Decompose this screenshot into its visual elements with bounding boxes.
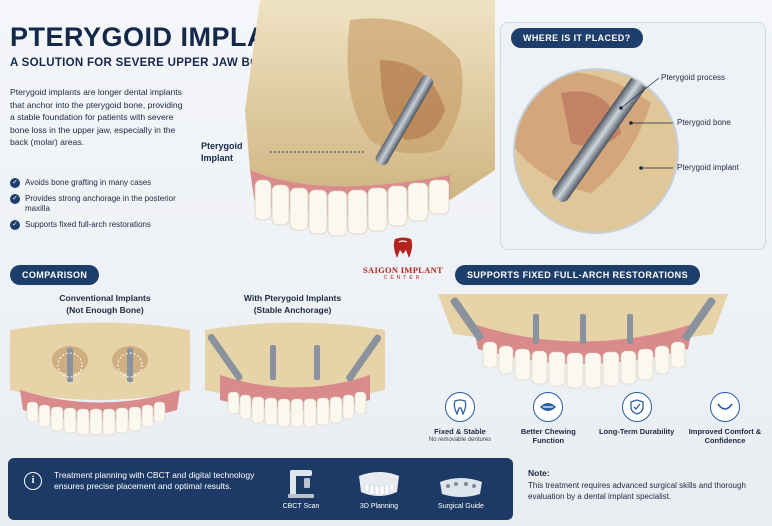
- benefit-bullets: ✓Avoids bone grafting in many cases ✓Pro…: [10, 178, 200, 236]
- bullet-item: ✓Avoids bone grafting in many cases: [10, 178, 200, 188]
- conventional-implants-illustration: [10, 322, 190, 436]
- skull-illustration: [245, 0, 495, 237]
- saigon-implant-logo: SAIGON IMPLANT CENTER: [358, 236, 448, 281]
- page-subtitle: A SOLUTION FOR SEVERE UPPER JAW BONE LOS…: [10, 57, 312, 69]
- jaw-3d-icon: [359, 472, 399, 496]
- label-pterygoid-bone: Pterygoid bone: [677, 118, 731, 127]
- check-icon: ✓: [10, 220, 20, 230]
- label-pterygoid-process: Pterygoid process: [661, 73, 726, 82]
- smile-icon: [709, 392, 740, 422]
- benefit-comfort: Improved Comfort & Confidence: [685, 392, 765, 445]
- comparison-section: COMPARISON Conventional Implants (Not En…: [5, 258, 390, 450]
- where-heading: WHERE IS IT PLACED?: [511, 28, 643, 48]
- chewing-icon: [533, 392, 564, 422]
- fullarch-heading: SUPPORTS FIXED FULL-ARCH RESTORATIONS: [455, 265, 700, 285]
- cbct-scanner-icon: [288, 470, 314, 498]
- tooth-logo-icon: [393, 237, 413, 258]
- benefit-durability: Long-Term Durability: [597, 392, 677, 445]
- fullarch-section: SUPPORTS FIXED FULL-ARCH RESTORATIONS: [398, 258, 768, 450]
- planning-text: Treatment planning with CBCT and digital…: [54, 470, 255, 491]
- tool-surgical-guide: Surgical Guide: [426, 466, 496, 510]
- tooth-icon: [445, 392, 475, 422]
- pterygoid-implants-illustration: [205, 322, 385, 428]
- surgical-guide-icon: [440, 478, 482, 497]
- label-pterygoid-implant: Pterygoid implant: [677, 163, 739, 172]
- pterygoid-implant-callout: Pterygoid Implant: [201, 141, 243, 163]
- bullet-item: ✓Supports fixed full-arch restorations: [10, 220, 200, 230]
- check-icon: ✓: [10, 194, 20, 204]
- fullarch-illustration: [438, 294, 728, 389]
- pterygoid-title: With Pterygoid Implants (Stable Anchorag…: [243, 293, 342, 315]
- comparison-heading: COMPARISON: [10, 265, 100, 285]
- tool-cbct: CBCT Scan: [266, 466, 336, 510]
- shield-check-icon: [621, 392, 652, 422]
- where-placed-panel: WHERE IS IT PLACED? Pterygoid process Pt…: [500, 22, 766, 250]
- bullet-item: ✓Provides strong anchorage in the poster…: [10, 194, 200, 214]
- planning-bar: i Treatment planning with CBCT and digit…: [8, 458, 513, 520]
- intro-paragraph: Pterygoid implants are longer dental imp…: [10, 87, 183, 147]
- tool-3d-planning: 3D Planning: [344, 466, 414, 510]
- info-icon: i: [24, 472, 42, 490]
- conventional-title: Conventional Implants (Not Enough Bone): [59, 293, 151, 315]
- note-box: Note: This treatment requires advanced s…: [528, 468, 746, 501]
- check-icon: ✓: [10, 178, 20, 188]
- benefit-fixed-stable: Fixed & Stable No removable dentures: [420, 392, 500, 445]
- benefits-row: Fixed & Stable No removable dentures Bet…: [420, 392, 765, 445]
- zoom-illustration: [513, 68, 679, 234]
- benefit-chewing: Better Chewing Function: [508, 392, 588, 445]
